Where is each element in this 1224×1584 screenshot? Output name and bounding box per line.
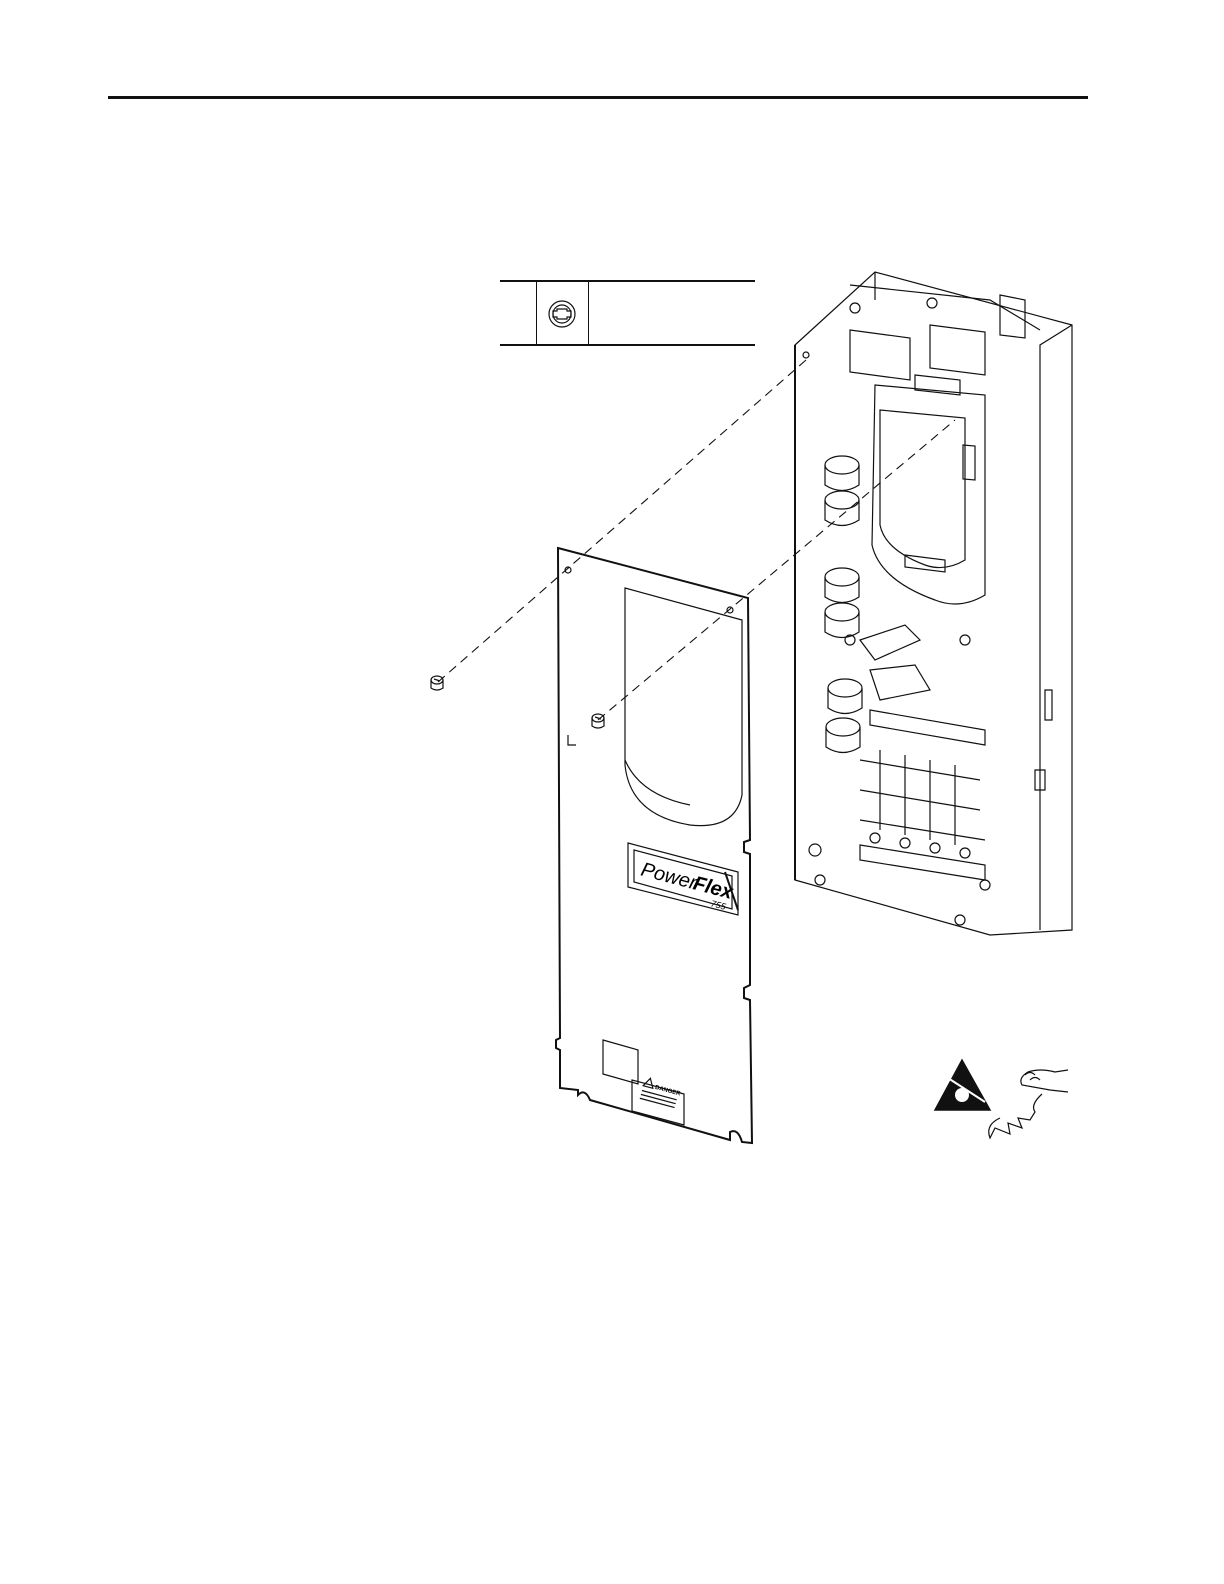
alignment-lines [438,360,955,720]
cover-screw [431,676,443,690]
electrostatic-discharge-warning-icon [935,1060,1068,1138]
front-cover: Power Flex 755 DANGER [556,548,752,1143]
warning-label-heading: DANGER [654,1085,681,1098]
drive-chassis [795,272,1072,935]
